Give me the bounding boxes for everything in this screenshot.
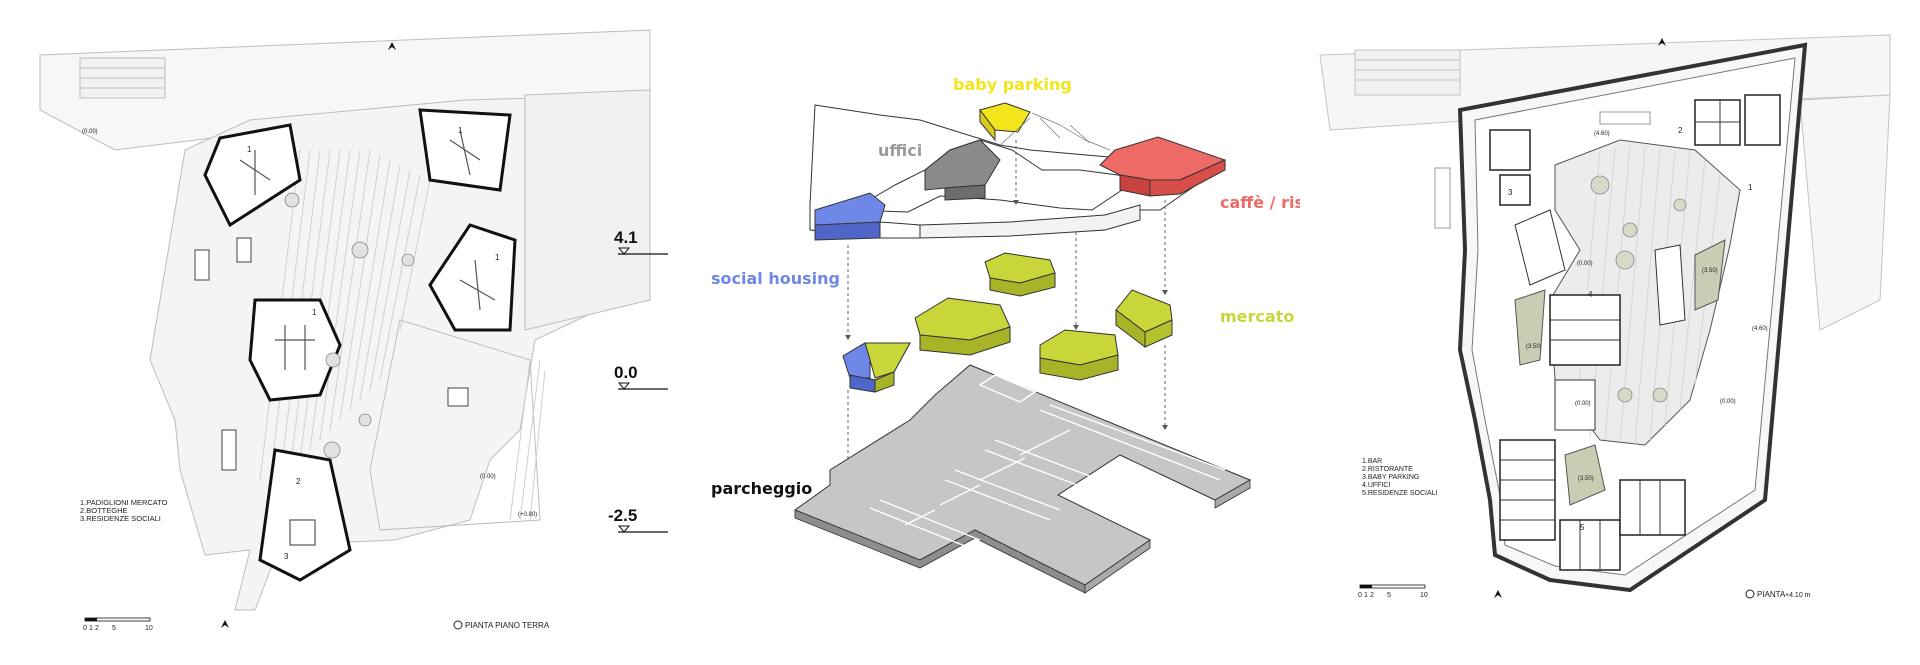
svg-text:(0.00): (0.00) [1575,401,1591,407]
svg-text:2: 2 [95,625,99,632]
svg-text:1: 1 [1748,183,1753,192]
svg-text:(0.00): (0.00) [82,129,98,135]
svg-text:3.RESIDENZE SOCIALI: 3.RESIDENZE SOCIALI [80,514,161,523]
svg-text:(+0.80): (+0.80) [518,512,537,518]
svg-text:(0.00): (0.00) [1577,261,1593,267]
label-caffe-ristorante: caffè / ristorante [1220,193,1300,212]
svg-text:PIANTA PIANO TERRA: PIANTA PIANO TERRA [465,621,550,630]
trees-right [1590,175,1687,403]
market-blocks [842,252,1173,393]
north-arrow-right [1494,38,1666,598]
inner-volumes [1514,209,1686,431]
axonometric-diagram: baby parking uffici caffè / ristorante s… [711,75,1300,594]
ground-floor-plan: 1 1 1 1 2 3 (0.00) (0.00) (+0.80) 1.PADI… [39,29,651,632]
svg-text:1: 1 [247,145,252,154]
svg-text:0: 0 [1358,592,1362,599]
pavilion-furniture [239,129,496,546]
svg-text:(4.60): (4.60) [1752,326,1768,332]
upper-floor-plan: 1 2 3 4 5 (4.60) (0.00) (3.50) (4.60) (3… [1319,34,1891,599]
scale-bar-right: 0 1 2 5 10 [1358,584,1428,599]
svg-text:-2.5: -2.5 [608,506,637,525]
courtyard-right [1549,139,1741,446]
label-uffici: uffici [878,141,922,160]
svg-text:(3.50): (3.50) [1526,344,1542,350]
svg-text:0.0: 0.0 [614,363,638,382]
roof-furniture [1434,111,1651,229]
ring-divisions [999,112,1111,151]
svg-text:(3.50): (3.50) [1702,268,1718,274]
svg-text:4: 4 [1588,290,1593,299]
svg-text:5: 5 [1387,592,1391,599]
svg-text:(3.50): (3.50) [1578,476,1594,482]
svg-text:3: 3 [1508,188,1513,197]
svg-text:2: 2 [296,477,301,486]
svg-text:2: 2 [1370,592,1374,599]
svg-text:10: 10 [1420,592,1428,599]
market-block-2 [914,297,1011,356]
plan-elevations: (0.00) (0.00) (+0.80) [82,129,537,518]
level-markers: 4.1 0.0 -2.5 [608,228,668,533]
room-partitions [1500,100,1740,570]
svg-text:0: 0 [83,625,87,632]
label-parcheggio: parcheggio [711,479,812,498]
level-0-0: 0.0 [614,363,668,390]
north-arrow-left [221,42,396,628]
plan-title-left: PIANTA PIANO TERRA [453,620,550,630]
svg-text:10: 10 [145,625,153,632]
upper-level-ring [809,102,1227,241]
svg-text:4.1: 4.1 [614,228,638,247]
svg-text:5: 5 [1580,523,1585,532]
legend-right: 1.BAR 2.RISTORANTE 3.BABY PARKING 4.UFFI… [1362,458,1438,497]
elevations-right: (4.60) (0.00) (3.50) (4.60) (3.50) (0.00… [1526,131,1768,482]
svg-text:(0.00): (0.00) [1720,399,1736,405]
stairs [194,237,469,471]
svg-text:1: 1 [1364,592,1368,599]
svg-text:1.BAR: 1.BAR [1362,458,1382,465]
svg-text:2.BOTTEGHE: 2.BOTTEGHE [80,506,128,515]
svg-text:PIANTA: PIANTA [1757,590,1786,599]
svg-text:(0.00): (0.00) [480,474,496,480]
svg-text:1: 1 [89,625,93,632]
level-minus-2-5: -2.5 [608,506,668,533]
social-housing-ground-block [842,342,911,393]
label-baby-parking: baby parking [953,75,1072,94]
market-pavilions [203,108,517,582]
label-mercato-coperto: mercato coperto [1220,307,1300,326]
svg-text:3: 3 [284,552,289,561]
svg-text:1: 1 [312,308,317,317]
planted-areas [1514,239,1726,506]
pavilion-numbers: 1 1 1 1 2 3 [247,126,500,561]
plan-title-right: PIANTA +4.10 m [1745,589,1811,599]
market-block-4 [1115,289,1173,349]
svg-text:(4.60): (4.60) [1594,131,1610,137]
parking-slab [793,364,1252,594]
svg-text:5: 5 [112,625,116,632]
svg-text:1: 1 [458,126,463,135]
label-social-housing: social housing [711,269,840,288]
market-block-3 [1039,329,1119,381]
svg-text:5.RESIDENZE SOCIALI: 5.RESIDENZE SOCIALI [1362,490,1438,497]
svg-text:1: 1 [495,253,500,262]
parking-stall-lines [869,374,1226,549]
room-numbers-right: 1 2 3 4 5 [1508,126,1753,532]
svg-text:3.BABY PARKING: 3.BABY PARKING [1362,474,1419,481]
room-blocks [1489,94,1781,571]
svg-text:4.UFFICI: 4.UFFICI [1362,482,1390,489]
svg-text:2: 2 [1678,126,1683,135]
svg-text:2.RISTORANTE: 2.RISTORANTE [1362,466,1413,473]
svg-text:+4.10 m: +4.10 m [1785,592,1811,599]
scale-bar-left: 0 1 2 5 10 [83,617,153,632]
market-block-1 [984,252,1056,297]
level-4-1: 4.1 [614,228,668,255]
legend-left: 1.PADIGLIONI MERCATO 2.BOTTEGHE 3.RESIDE… [80,498,168,523]
svg-text:1.PADIGLIONI MERCATO: 1.PADIGLIONI MERCATO [80,498,168,507]
trees [284,192,415,459]
